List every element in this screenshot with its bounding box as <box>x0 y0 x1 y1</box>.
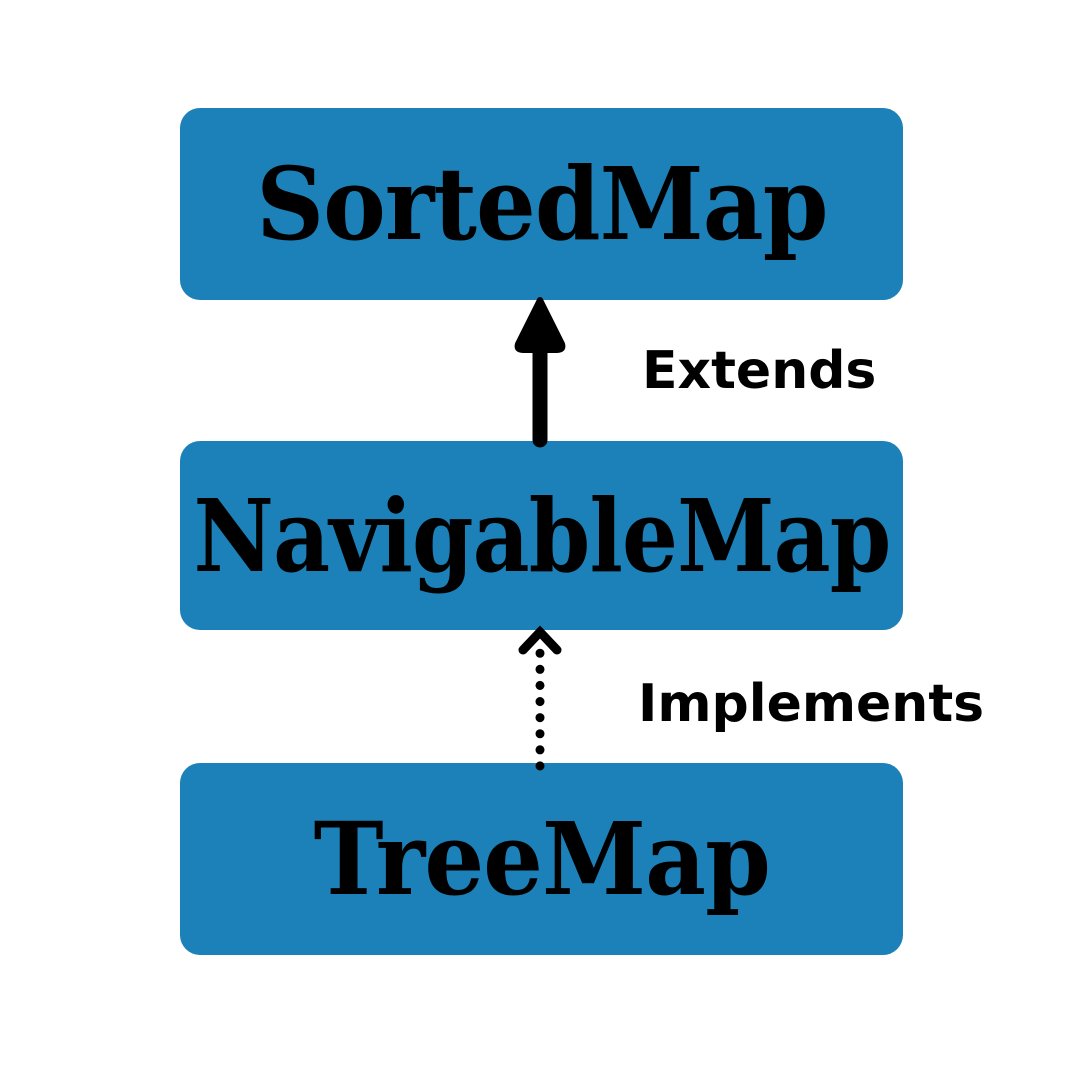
class-label-treemap: TreeMap <box>313 800 770 918</box>
edge-implements-arrow <box>518 625 562 771</box>
implements-arrowhead <box>518 625 562 655</box>
extends-arrowhead <box>514 297 566 353</box>
class-box-sortedmap[interactable]: SortedMap <box>180 108 903 300</box>
edge-extends-arrow <box>514 297 566 448</box>
class-label-navigablemap: NavigableMap <box>193 476 891 595</box>
class-label-sortedmap: SortedMap <box>255 145 828 263</box>
class-box-navigablemap[interactable]: NavigableMap <box>180 441 903 630</box>
edge-label-extends: Extends <box>642 341 877 401</box>
edge-label-implements: Implements <box>638 674 985 734</box>
class-box-treemap[interactable]: TreeMap <box>180 763 903 955</box>
